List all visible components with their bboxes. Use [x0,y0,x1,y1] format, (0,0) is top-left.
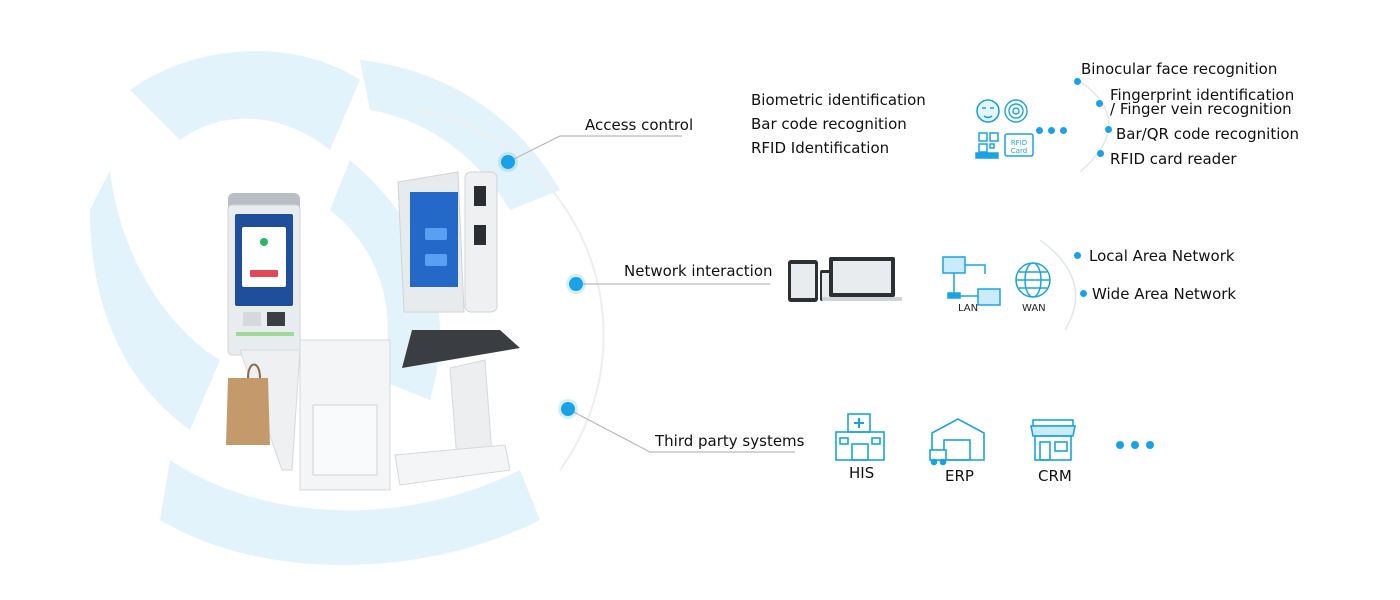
wan-globe-icon [1015,262,1051,298]
output-bullet [1105,126,1112,133]
ellipsis-dot [1036,127,1043,134]
system-erp: ERP [945,467,974,485]
store-icon [1030,419,1076,461]
hospital-icon [835,413,885,461]
output-finger-vein: / Finger vein recognition [1110,100,1292,118]
lan-label: LAN [958,303,979,314]
ellipsis-dot [1060,127,1067,134]
method-biometric: Biometric identification [751,91,926,109]
output-wan: Wide Area Network [1092,285,1237,303]
tablet-icon [788,260,818,302]
output-bullet [1096,100,1103,107]
fingerprint-icon [1004,99,1028,123]
output-lan: Local Area Network [1089,247,1235,265]
lan-icon [942,256,1001,306]
qr-code-icon [975,132,999,159]
access-control-label: Access control [585,116,694,134]
network-interaction-label: Network interaction [624,262,773,280]
ellipsis-dot [1146,441,1154,449]
output-bullet [1074,78,1081,85]
output-bullet [1080,290,1087,297]
output-rfid-reader: RFID card reader [1110,150,1237,168]
method-barcode: Bar code recognition [751,115,907,133]
output-bar-qr: Bar/QR code recognition [1116,125,1300,143]
method-rfid: RFID Identification [751,139,890,157]
output-bullet [1097,150,1104,157]
system-his: HIS [849,464,875,482]
system-crm: CRM [1038,467,1072,485]
ellipsis-dot [1048,127,1055,134]
ellipsis-dot [1131,441,1139,449]
warehouse-icon [929,418,985,466]
network-node [569,277,583,291]
wan-label: WAN [1022,303,1046,314]
face-icon [976,99,1000,123]
laptop-icon [822,257,902,301]
rfid-card-icon [1004,133,1034,157]
output-fingerprint: Fingerprint identification [1110,86,1295,104]
rfid-card-text: RFID Card [1010,139,1028,155]
third-party-node [561,402,575,416]
output-binocular: Binocular face recognition [1081,60,1278,78]
access-control-node [501,155,515,169]
output-bullet [1074,252,1081,259]
ellipsis-dot [1116,441,1124,449]
third-party-label: Third party systems [655,432,805,450]
